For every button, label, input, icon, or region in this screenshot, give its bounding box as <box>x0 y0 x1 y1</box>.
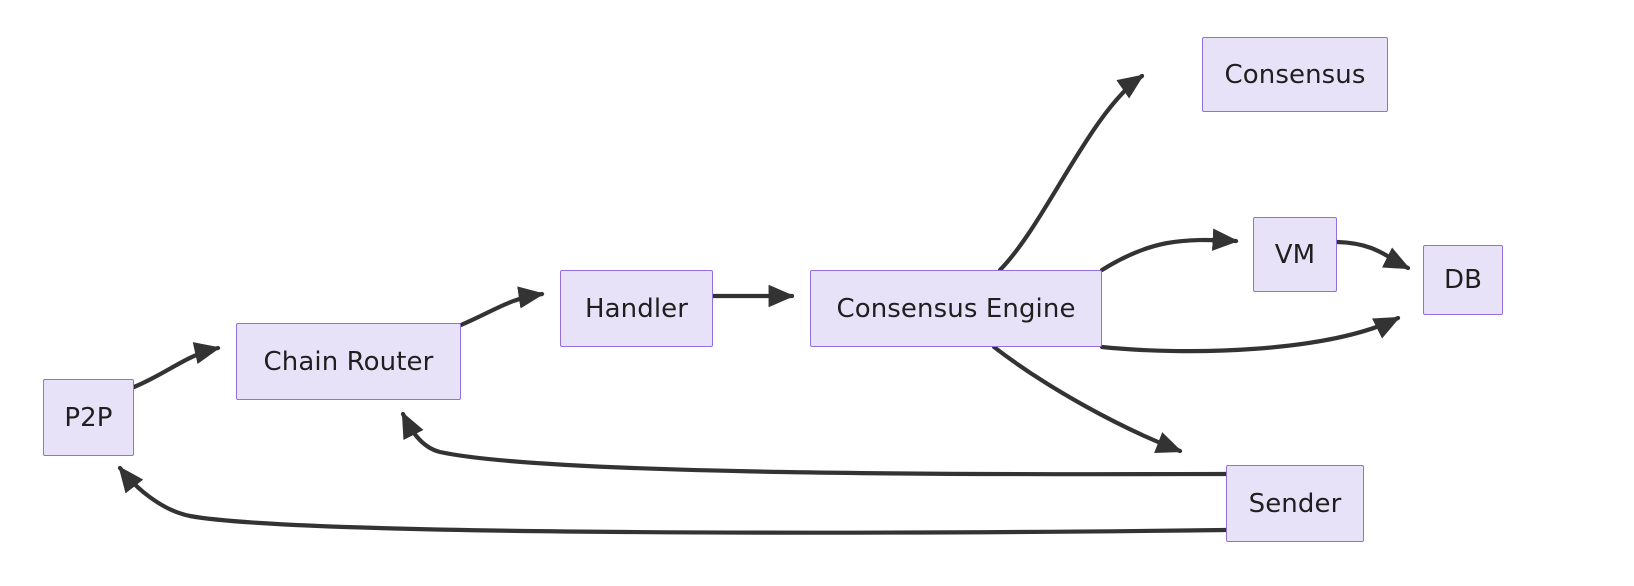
edge-sender-to-p2p <box>117 465 1229 535</box>
edge-consensus-engine-to-db <box>1099 315 1401 354</box>
edge-p2p-to-chain-router <box>131 342 221 390</box>
node-chain-router[interactable]: Chain Router <box>236 323 461 400</box>
edge-chain-router-to-handler <box>458 286 545 328</box>
node-handler[interactable]: Handler <box>560 270 713 347</box>
edge-consensus-engine-to-consensus <box>997 73 1145 273</box>
node-sender-label: Sender <box>1248 488 1342 519</box>
node-consensus[interactable]: Consensus <box>1202 37 1388 112</box>
edge-consensus-engine-to-vm <box>1099 228 1239 273</box>
node-db[interactable]: DB <box>1423 245 1503 315</box>
node-consensus-engine[interactable]: Consensus Engine <box>810 270 1102 347</box>
node-vm-label: VM <box>1274 239 1316 270</box>
node-consensus-engine-label: Consensus Engine <box>836 293 1076 324</box>
node-sender[interactable]: Sender <box>1226 465 1364 542</box>
edge-consensus-engine-to-sender <box>991 344 1183 454</box>
edge-sender-to-chain-router <box>400 411 1229 477</box>
node-handler-label: Handler <box>584 293 689 324</box>
node-chain-router-label: Chain Router <box>263 346 434 377</box>
node-p2p[interactable]: P2P <box>43 379 134 456</box>
node-p2p-label: P2P <box>64 402 113 433</box>
edge-vm-to-db <box>1334 239 1411 271</box>
node-vm[interactable]: VM <box>1253 217 1337 292</box>
node-db-label: DB <box>1443 265 1483 295</box>
node-consensus-label: Consensus <box>1224 59 1366 90</box>
